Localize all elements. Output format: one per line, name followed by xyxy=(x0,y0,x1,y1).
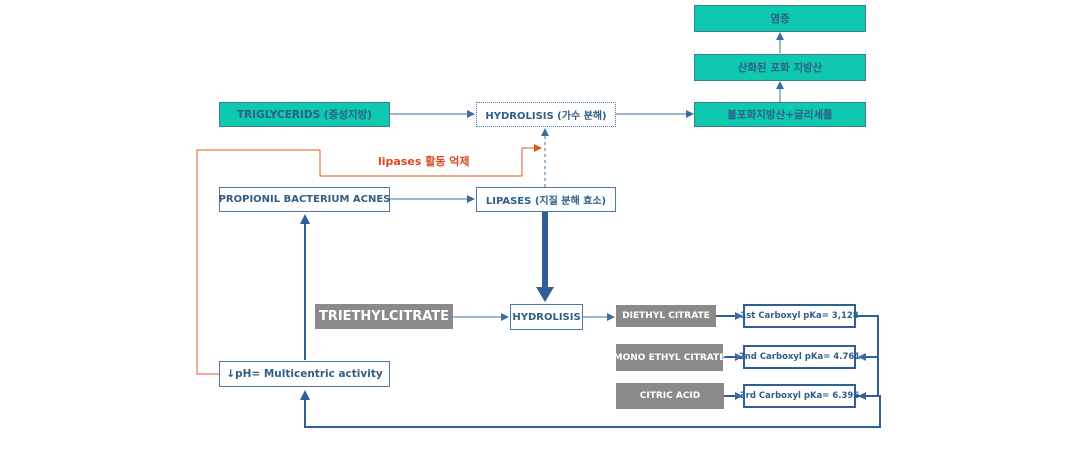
orange-inhibition-inner xyxy=(319,144,542,177)
triethylcitrate-box: TRIETHYLCITRATE xyxy=(315,304,453,329)
pka3-box: 3rd Carboxyl pKa= 6.396 xyxy=(740,384,859,408)
ph-activity-box: ↓pH= Multicentric activity xyxy=(219,361,390,387)
lipases-box: LIPASES (지질 분해 효소) xyxy=(476,187,616,212)
pka2-box: 2nd Carboxyl pKa= 4.761 xyxy=(739,345,860,369)
triglycerids-box: TRIGLYCERIDS (중성지방) xyxy=(219,102,390,127)
diethyl-citrate-box: DIETHYL CITRATE xyxy=(616,305,716,327)
lipase-inhibition-label: lipases 활동 억제 xyxy=(378,155,470,168)
oxidized-fatty-acid-box: 산화된 포화 지방산 xyxy=(694,54,866,81)
loop-pka2-to-pka3 xyxy=(858,357,879,400)
arrowhead-thick xyxy=(536,287,554,302)
hydrolisis-top-box: HYDROLISIS (가수 분해) xyxy=(476,102,616,127)
hydrolisis-mid-box: HYDROLISIS xyxy=(510,304,583,330)
loop-pka3-to-ph xyxy=(300,390,881,428)
loop-pka1-to-pka2 xyxy=(856,315,879,361)
citric-acid-box: CITRIC ACID xyxy=(616,383,724,409)
unsaturated-fatty-acid-box: 불포화지방산+글리세롤 xyxy=(694,102,866,127)
orange-inhibition-outer xyxy=(196,149,320,375)
monoethyl-citrate-box: MONO ETHYL CITRATE xyxy=(614,344,725,371)
inflammation-box: 염증 xyxy=(694,5,866,32)
pka1-box: 1st Carboxyl pKa= 3,128 xyxy=(740,304,859,328)
propionil-bacterium-box: PROPIONIL BACTERIUM ACNES xyxy=(219,187,390,212)
